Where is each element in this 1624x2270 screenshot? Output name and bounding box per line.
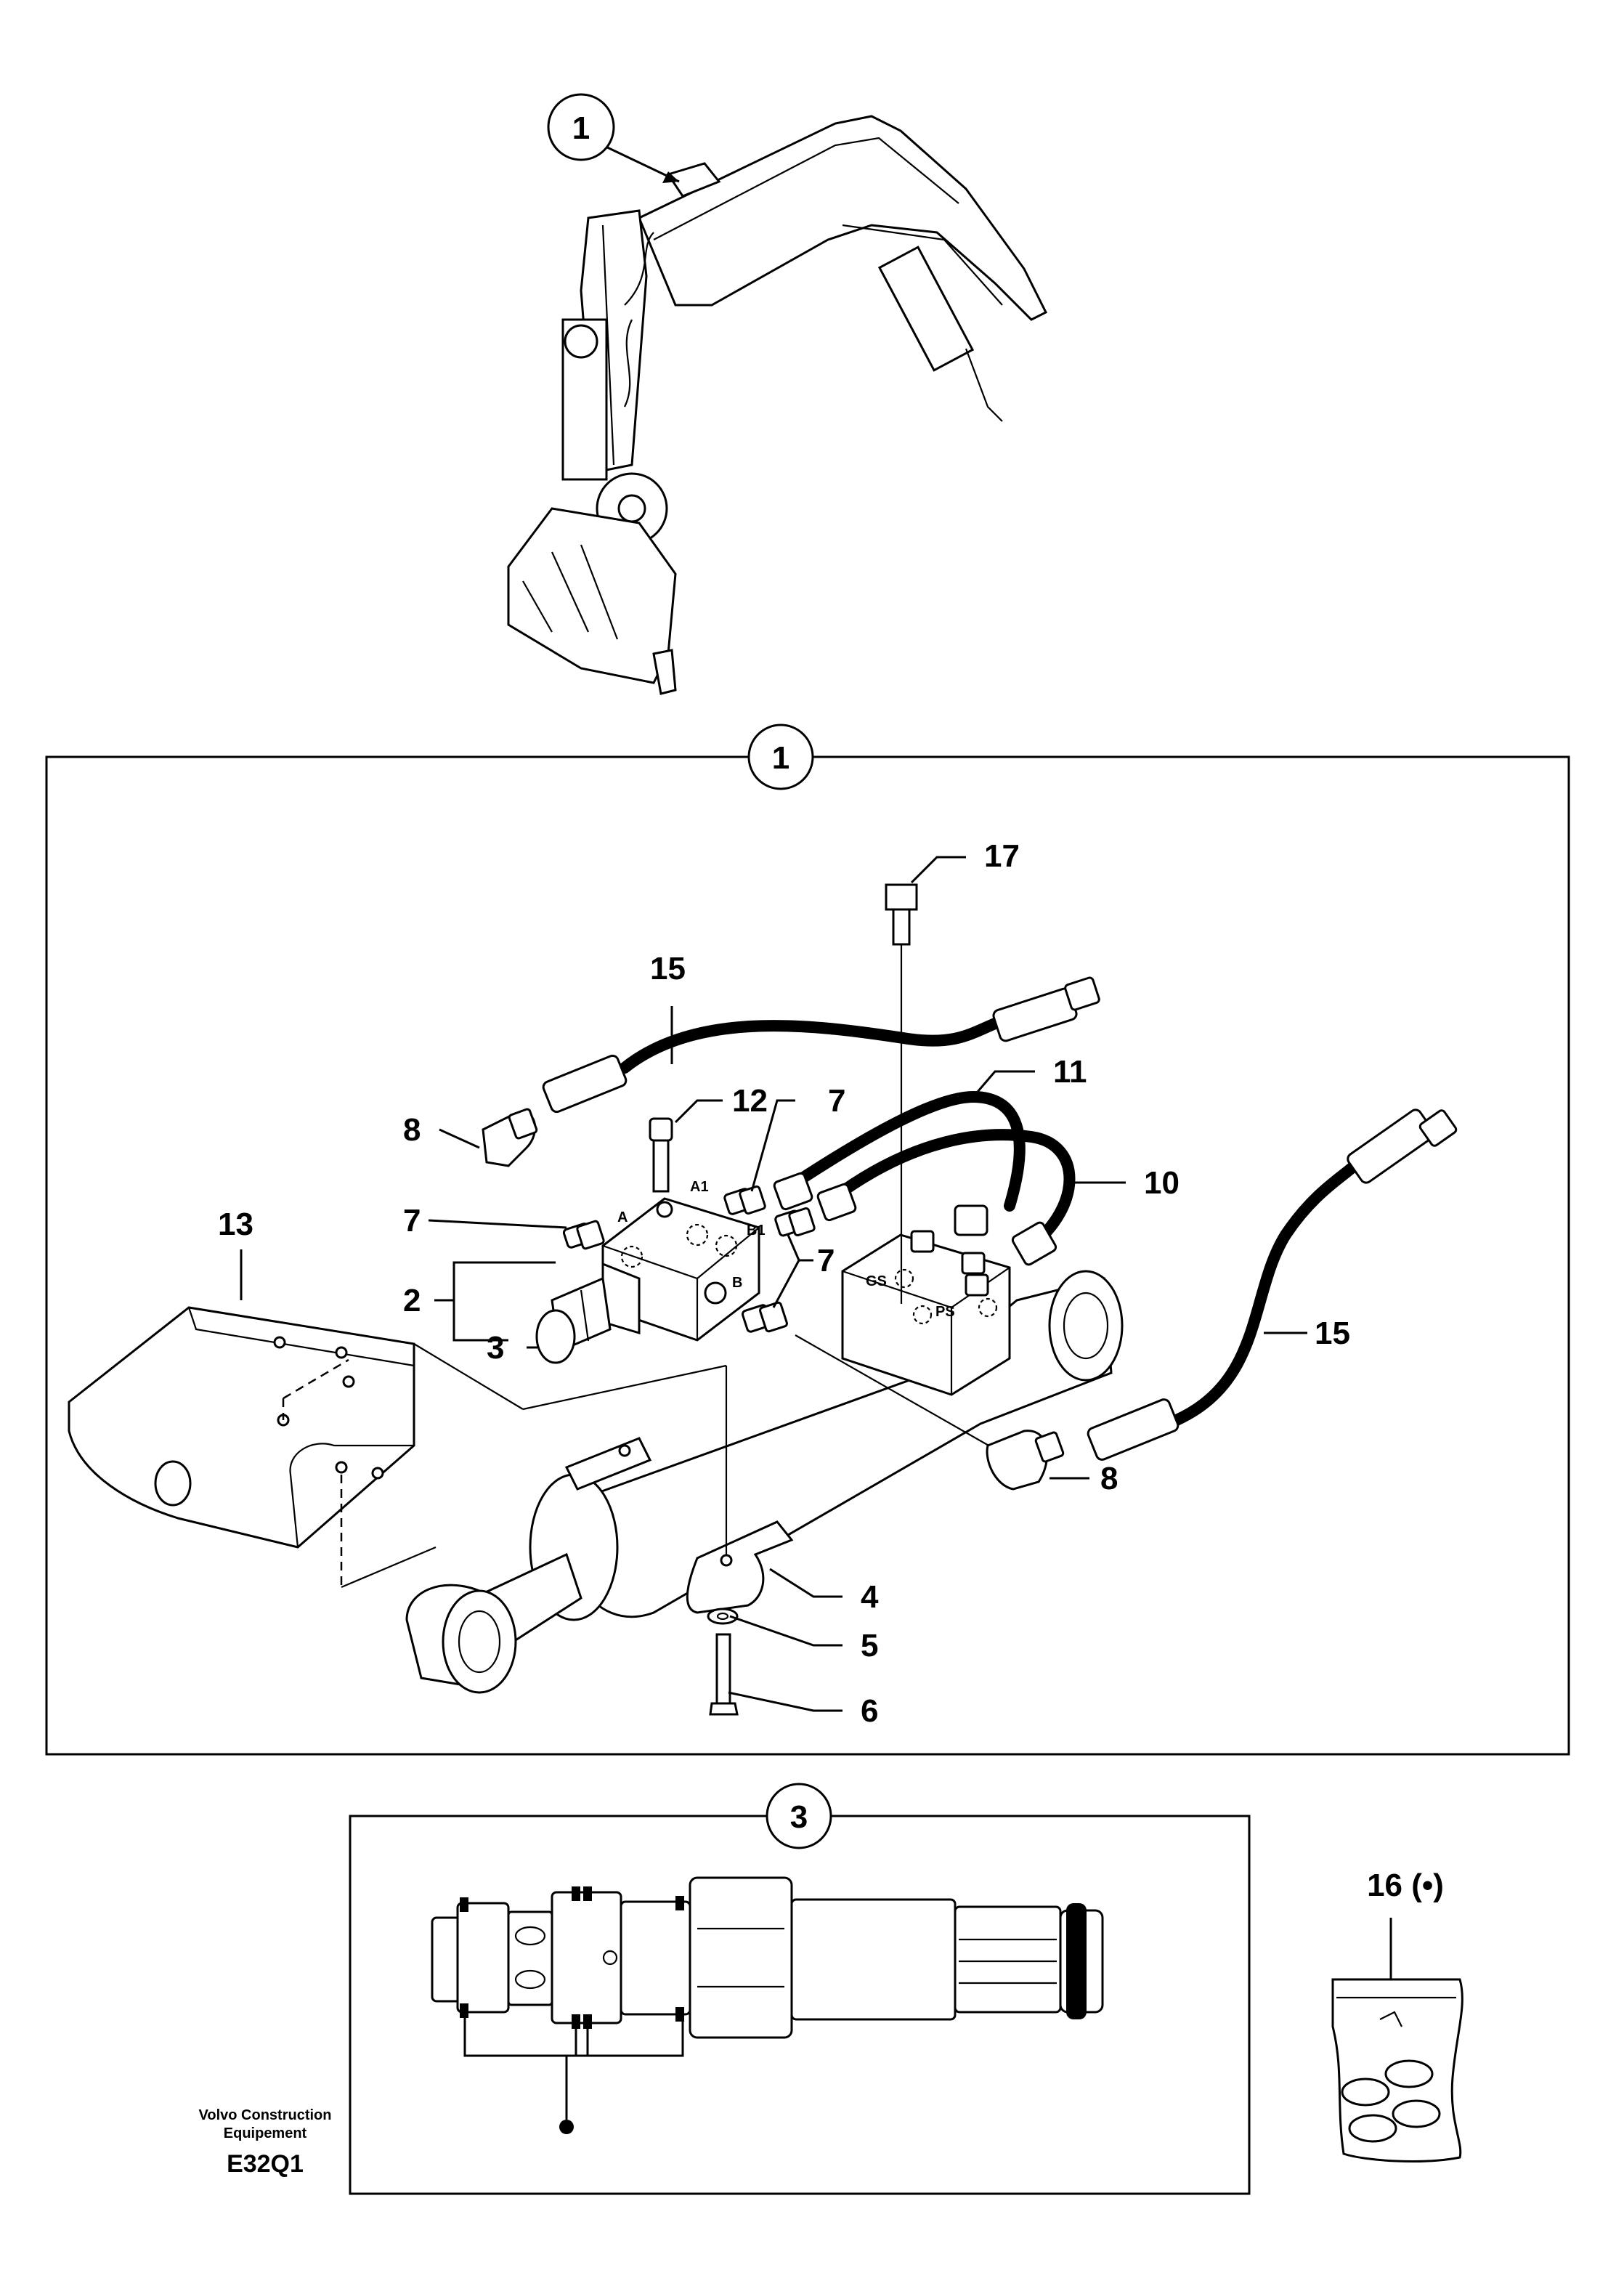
callout-top-ref: 1 — [572, 110, 590, 146]
callout-7-top: 7 — [828, 1083, 845, 1119]
callout-4: 4 — [861, 1579, 879, 1615]
callout-10: 10 — [1144, 1165, 1180, 1201]
fittings — [482, 883, 1065, 1491]
frame3-ref: 3 — [790, 1799, 808, 1835]
callout-circle-top — [547, 93, 615, 161]
callout-circle-frame3 — [766, 1783, 832, 1849]
port-label-b1: B1 — [747, 1223, 766, 1239]
callout-15-lower: 15 — [1315, 1316, 1350, 1351]
callout-7-left: 7 — [403, 1203, 421, 1239]
port-label-a: A — [617, 1209, 628, 1225]
callout-8-upper: 8 — [403, 1112, 421, 1148]
callout-12: 12 — [732, 1083, 768, 1119]
cylinder-assembly — [68, 1197, 1124, 1716]
arrow-head-icon — [662, 171, 679, 183]
frame1-ref: 1 — [772, 740, 789, 776]
callout-3: 3 — [487, 1330, 504, 1366]
port-label-a1: A1 — [690, 1179, 709, 1195]
callout-7-right: 7 — [817, 1243, 835, 1278]
drawing-code: E32Q1 — [227, 2150, 304, 2178]
callout-6: 6 — [861, 1693, 878, 1729]
callout-16: 16 (•) — [1367, 1868, 1444, 1903]
seal-kit-dot-icon — [559, 2120, 574, 2134]
cartridge-detail — [431, 1876, 1104, 2134]
callout-5: 5 — [861, 1628, 878, 1663]
callout-11: 11 — [1053, 1054, 1087, 1090]
callout-circle-frame1 — [747, 723, 814, 790]
hoses — [542, 976, 1458, 1461]
seal-kit-bag — [1331, 1918, 1463, 2162]
callout-8-lower: 8 — [1100, 1461, 1118, 1496]
callout-2: 2 — [403, 1283, 421, 1318]
company-name-line1: Volvo Construction — [199, 2107, 332, 2123]
company-name-line2: Equipement — [224, 2125, 307, 2141]
callout-13: 13 — [218, 1207, 253, 1242]
detail-frame-1 — [45, 755, 1570, 1756]
port-label-b: B — [732, 1275, 742, 1291]
leader-lines — [240, 856, 1307, 1712]
excavator-arm-illustration — [507, 115, 1048, 695]
callout-15-upper: 15 — [650, 951, 686, 986]
callout-17: 17 — [984, 838, 1020, 874]
port-label-gs: GS — [866, 1273, 887, 1289]
port-label-ps: PS — [935, 1304, 955, 1320]
